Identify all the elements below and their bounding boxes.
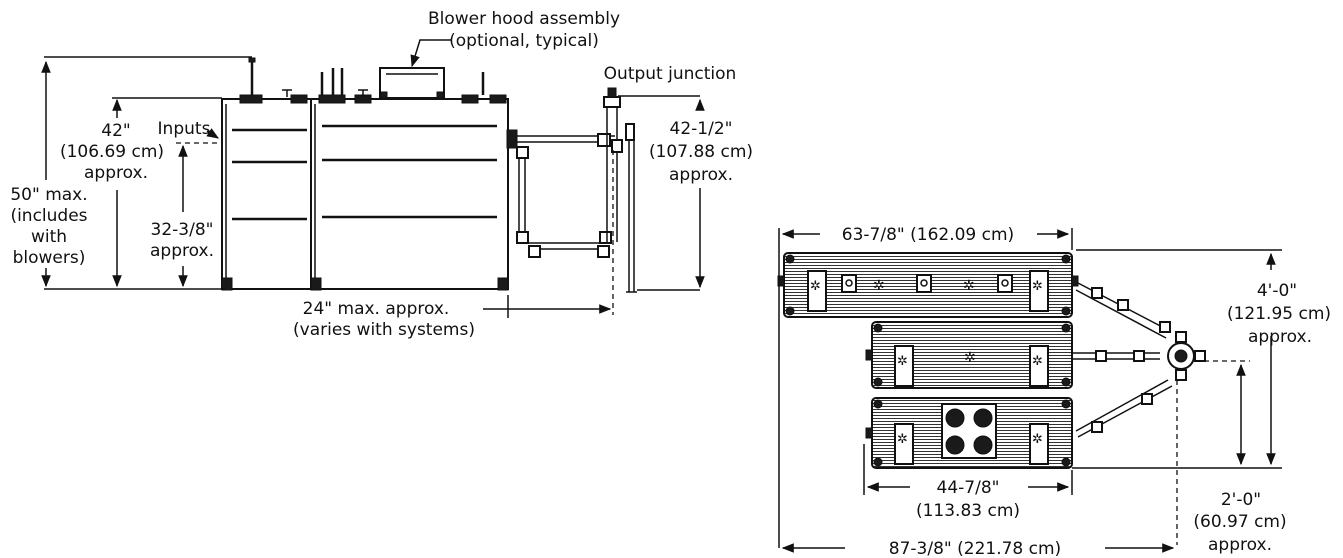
dim-42h-line3: approx.: [669, 165, 733, 185]
dim-32-line2: approx.: [150, 241, 214, 261]
middle-cabinet: ✲ ✲ ✲: [865, 321, 1073, 389]
top-view: ✲ ✲ ✲ ✲ ✲ ✲ ✲: [777, 225, 1331, 558]
left-cabinet: [221, 57, 312, 291]
dim-2ft-line3: approx.: [1208, 535, 1272, 555]
top-piping: [1072, 282, 1206, 438]
dim-4ft-line3: approx.: [1248, 327, 1312, 347]
dim-32-line1: 32-3/8": [151, 220, 214, 240]
svg-text:✲: ✲: [873, 278, 885, 294]
dim-42h-line1: 42-1/2": [670, 119, 733, 139]
dim-63-label: 63-7/8" (162.09 cm): [842, 225, 1014, 245]
dim-50-line3: with: [31, 227, 67, 247]
inputs-label: Inputs: [158, 119, 211, 139]
dim-42-line3: approx.: [84, 163, 148, 183]
top-dimensions: [778, 228, 1282, 553]
dim-50-line1: 50" max.: [10, 185, 87, 205]
dim-42h-line2: (107.88 cm): [649, 142, 753, 162]
svg-text:✲: ✲: [897, 432, 908, 447]
right-cabinet: [310, 68, 509, 291]
svg-text:✲: ✲: [1032, 432, 1043, 447]
blower-hood-label-line2: (optional, typical): [449, 31, 599, 51]
dim-2ft-line1: 2'-0": [1221, 490, 1261, 510]
dim-44-line2: (113.83 cm): [916, 501, 1020, 521]
side-dimensions: [41, 39, 705, 318]
output-junction-label: Output junction: [604, 64, 737, 84]
dim-4ft-line1: 4'-0": [1257, 281, 1297, 301]
dim-42-line1: 42": [101, 121, 130, 141]
svg-text:✲: ✲: [963, 278, 975, 294]
blower-hood-label-line1: Blower hood assembly: [428, 9, 620, 29]
dim-2ft-line2: (60.97 cm): [1193, 512, 1286, 532]
svg-text:✲: ✲: [810, 279, 821, 294]
dim-24-line1: 24" max. approx.: [303, 299, 450, 319]
output-piping: [506, 87, 637, 315]
top-cabinet: ✲ ✲ ✲ ✲: [777, 252, 1079, 318]
svg-text:✲: ✲: [1032, 354, 1043, 369]
svg-text:✲: ✲: [964, 350, 976, 366]
svg-text:✲: ✲: [1032, 279, 1043, 294]
dim-44-line1: 44-7/8": [937, 478, 1000, 498]
blower-hood: [379, 67, 445, 99]
dim-50-line4: blowers): [13, 248, 86, 268]
dim-50-line2: (includes: [10, 206, 87, 226]
bottom-cabinet: ✲ ✲: [865, 397, 1073, 469]
dim-42-line2: (106.69 cm): [60, 142, 164, 162]
dim-24-line2: (varies with systems): [293, 320, 475, 340]
dim-87-label: 87-3/8" (221.78 cm): [889, 539, 1061, 558]
svg-text:✲: ✲: [897, 354, 908, 369]
side-view: Blower hood assembly (optional, typical)…: [10, 9, 753, 340]
dim-4ft-line2: (121.95 cm): [1227, 304, 1331, 324]
